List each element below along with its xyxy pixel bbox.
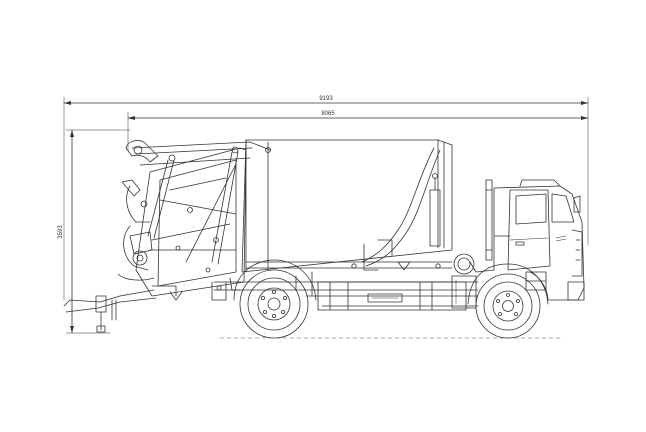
dimension-overall-length: 9193 <box>63 96 589 301</box>
dimension-body-length: 8065 <box>127 111 589 151</box>
dimension-body-length-label: 8065 <box>321 111 335 117</box>
rear-bumper-assembly <box>63 285 183 333</box>
windshield <box>551 193 575 223</box>
dimension-overall-length-label: 9193 <box>319 96 333 102</box>
chassis-frame <box>211 271 479 311</box>
truck-cab <box>453 179 585 301</box>
dimension-overall-height-label: 3593 <box>58 225 64 239</box>
side-window <box>515 193 547 225</box>
front-wheel <box>467 263 549 339</box>
tailgate-lift-mechanism <box>117 140 271 297</box>
rear-wheel <box>233 259 317 339</box>
compactor-body <box>241 139 453 273</box>
dimension-overall-height: 3593 <box>58 129 131 334</box>
